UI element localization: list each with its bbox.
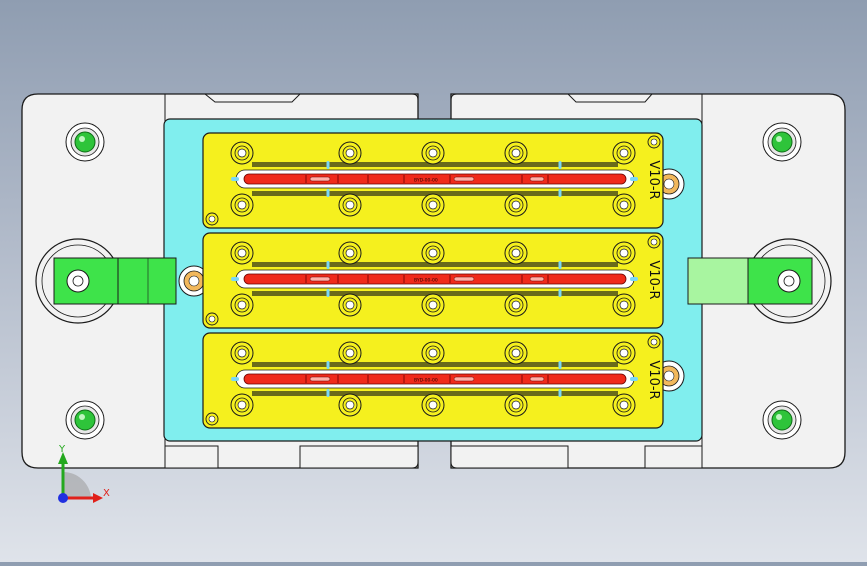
plate-label: V10-R xyxy=(646,260,661,299)
bolt-hole-icon xyxy=(612,241,636,265)
molded-part xyxy=(243,173,627,185)
bolt-hole-icon xyxy=(612,293,636,317)
plate-label: V10-R xyxy=(646,160,661,199)
bolt-hole-icon xyxy=(421,241,445,265)
bolt-hole-icon xyxy=(421,193,445,217)
bolt-hole-icon xyxy=(504,241,528,265)
bolt-hole-icon xyxy=(421,393,445,417)
axis-triad-icon: Y X xyxy=(58,444,110,503)
corner-screw-icon xyxy=(647,235,661,249)
cavity-plate[interactable]: BYD-00-00 V10-R xyxy=(202,232,664,329)
bolt-hole-icon xyxy=(230,141,254,165)
bolt-hole-icon xyxy=(338,141,362,165)
molded-part xyxy=(243,373,627,385)
bolt-hole-icon xyxy=(504,141,528,165)
axis-y-label: Y xyxy=(58,444,66,455)
bolt-hole-icon xyxy=(338,193,362,217)
cavity-plate[interactable]: BYD-00-00 V10-R xyxy=(202,332,664,429)
corner-screw-icon xyxy=(205,312,219,326)
corner-screw-icon xyxy=(647,135,661,149)
bolt-hole-icon xyxy=(230,241,254,265)
bolt-hole-icon xyxy=(338,293,362,317)
guide-pin-icon[interactable] xyxy=(65,400,105,440)
part-mark-text: BYD-00-00 xyxy=(414,278,438,284)
bolt-hole-icon xyxy=(421,293,445,317)
guide-pin-icon[interactable] xyxy=(762,122,802,162)
molded-part xyxy=(243,273,627,285)
bolt-hole-icon xyxy=(230,293,254,317)
bolt-hole-icon xyxy=(421,341,445,365)
clamp-right[interactable] xyxy=(687,257,813,305)
corner-screw-icon xyxy=(205,212,219,226)
part-mark-text: BYD-00-00 xyxy=(414,178,438,184)
bolt-hole-icon xyxy=(612,393,636,417)
bushing-icon xyxy=(653,168,685,200)
bolt-hole-icon xyxy=(504,341,528,365)
bolt-hole-icon xyxy=(338,393,362,417)
bolt-hole-icon xyxy=(421,141,445,165)
bolt-hole-icon xyxy=(230,193,254,217)
corner-screw-icon xyxy=(647,335,661,349)
cavity-plate[interactable]: BYD-00-00 V10-R xyxy=(202,132,664,229)
clamp-left[interactable] xyxy=(53,257,177,305)
bolt-hole-icon xyxy=(338,241,362,265)
guide-pin-icon[interactable] xyxy=(65,122,105,162)
part-mark-text: BYD-00-00 xyxy=(414,378,438,384)
bolt-hole-icon xyxy=(230,341,254,365)
bolt-hole-icon xyxy=(504,293,528,317)
bolt-hole-icon xyxy=(230,393,254,417)
bolt-hole-icon xyxy=(504,193,528,217)
bolt-hole-icon xyxy=(504,393,528,417)
bolt-hole-icon xyxy=(612,141,636,165)
plate-label: V10-R xyxy=(646,360,661,399)
bushing-icon xyxy=(178,265,210,297)
bolt-hole-icon xyxy=(612,193,636,217)
bolt-hole-icon xyxy=(612,341,636,365)
axis-x-label: X xyxy=(103,488,110,499)
corner-screw-icon xyxy=(205,412,219,426)
bolt-hole-icon xyxy=(338,341,362,365)
guide-pin-icon[interactable] xyxy=(762,400,802,440)
